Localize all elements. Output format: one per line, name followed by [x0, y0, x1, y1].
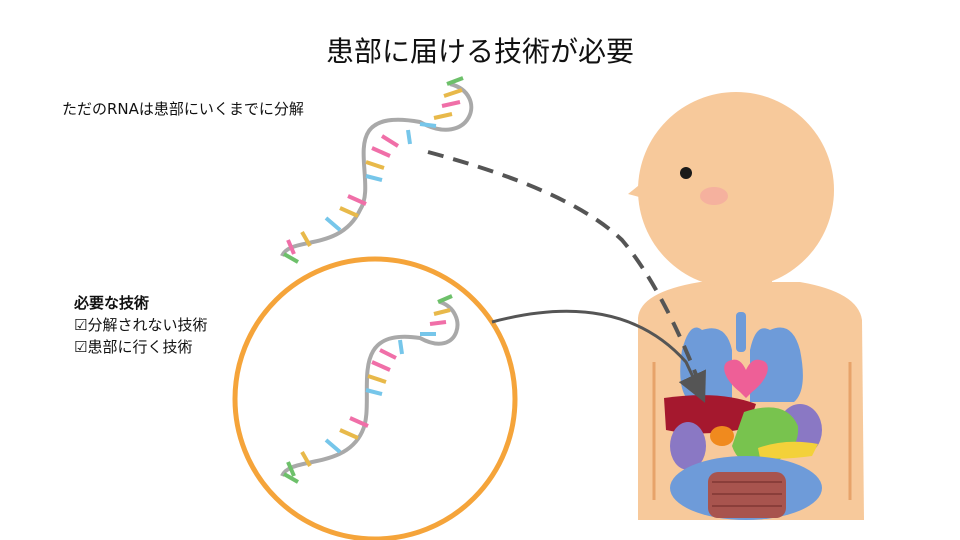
- requirements-heading: 必要な技術: [74, 294, 150, 312]
- solid-arrow: [491, 309, 706, 403]
- cheek-blush: [700, 187, 728, 205]
- requirements-block: 必要な技術 ☑分解されない技術 ☑患部に行く技術: [74, 292, 207, 358]
- eye: [680, 167, 692, 179]
- rna-degradation-note: ただのRNAは患部にいくまでに分解: [62, 100, 304, 118]
- lungs: [750, 327, 803, 402]
- kidney: [670, 422, 706, 470]
- child-illustration: [628, 92, 864, 520]
- nose: [628, 178, 650, 200]
- rna-strand-top: [280, 76, 474, 264]
- head: [638, 92, 834, 288]
- gallbladder: [710, 426, 734, 446]
- pancreas: [758, 441, 818, 459]
- trachea: [736, 312, 746, 352]
- organs: [664, 312, 822, 520]
- requirement-item: ☑患部に行く技術: [74, 338, 193, 356]
- slide-title: 患部に届ける技術が必要: [325, 35, 634, 68]
- zoom-circle: [232, 256, 518, 540]
- rna-strand-protected: [280, 294, 460, 484]
- heart-organ: [724, 359, 768, 398]
- requirement-item: ☑分解されない技術: [74, 316, 208, 334]
- dashed-arrow: [427, 150, 704, 391]
